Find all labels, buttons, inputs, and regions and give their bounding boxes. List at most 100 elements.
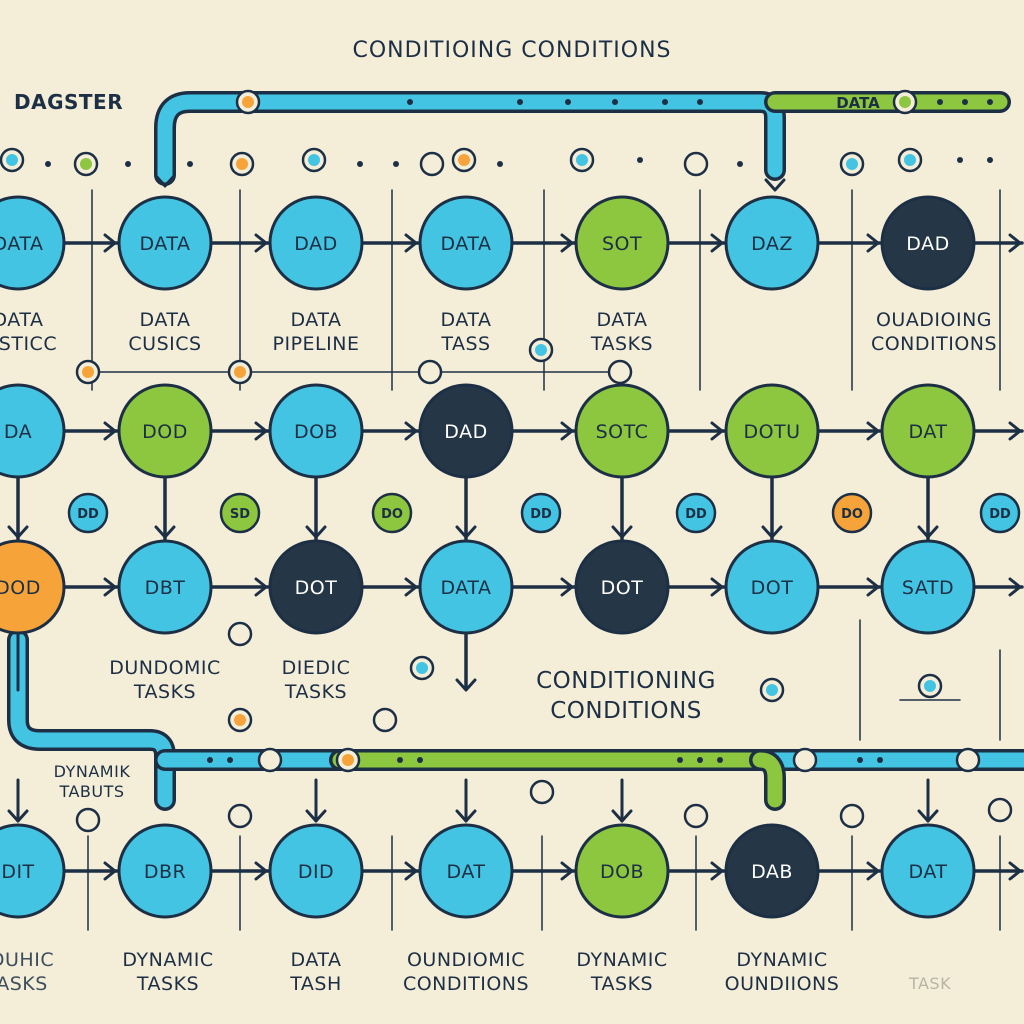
guide-ring-icon (987, 797, 1013, 823)
arrow-right-icon (404, 421, 418, 441)
arrow-down-icon (455, 525, 477, 539)
guide-ring-icon (417, 359, 443, 385)
task-node (880, 823, 976, 919)
arrow-right-icon (254, 861, 268, 881)
guide-ring-icon-core (924, 680, 936, 692)
task-node (268, 539, 364, 635)
arrow-down-icon (611, 809, 633, 823)
arrow-right-icon (404, 577, 418, 597)
pipe-dot (697, 757, 703, 763)
task-node (574, 823, 670, 919)
top-ring-icon-core (236, 158, 248, 170)
pipe-valve-icon-core (342, 754, 354, 766)
top-dot (497, 161, 503, 167)
task-node-label: DIT (1, 861, 34, 883)
small-badge-text: DO (381, 507, 403, 522)
pipe-dot (565, 99, 571, 105)
top-dot (957, 157, 963, 163)
small-badge-text: DD (77, 507, 99, 522)
task-node-label: DOD (0, 577, 41, 599)
arrow-right-icon (103, 233, 117, 253)
guide-ring-icon-core (234, 714, 246, 726)
arrow-down-icon (455, 678, 477, 692)
task-node-label: DATA (441, 233, 492, 255)
guide-ring-icon-core (416, 662, 428, 674)
guide-ring-icon (227, 621, 253, 647)
diagram-title: CONDITIOING CONDITIONS (352, 38, 672, 63)
arrow-right-icon (560, 233, 574, 253)
task-node-label: DOD (142, 421, 188, 443)
task-node (724, 539, 820, 635)
small-badge (520, 492, 562, 534)
bottom-pipe-drop (752, 752, 783, 808)
task-node (117, 539, 213, 635)
small-badge-text: DO (841, 507, 863, 522)
guide-ring-icon (683, 803, 709, 829)
task-node (418, 823, 514, 919)
task-node (268, 823, 364, 919)
brand-label: DAGSTER (14, 90, 124, 114)
task-node-label: DAD (294, 233, 337, 255)
guide-ring-icon (75, 807, 101, 833)
task-node (418, 195, 514, 291)
arrow-down-icon (917, 809, 939, 823)
arrow-right-icon (866, 861, 880, 881)
task-node (418, 539, 514, 635)
arrow-right-icon (254, 577, 268, 597)
task-node-label: DATA (441, 577, 492, 599)
task-node-label: DID (298, 861, 334, 883)
task-node (0, 539, 66, 635)
arrow-right-icon (1008, 421, 1022, 441)
arrow-right-icon (103, 577, 117, 597)
label-duhic-asks: DUHICASKS (0, 949, 55, 995)
task-node-label: SATD (902, 577, 954, 599)
top-dot (393, 161, 399, 167)
task-node-label: DAT (909, 421, 948, 443)
arrow-right-icon (103, 421, 117, 441)
arrow-right-icon (254, 421, 268, 441)
task-node-label: DOTU (743, 421, 800, 443)
top-dot (357, 161, 363, 167)
top-ring-icon-core (80, 158, 92, 170)
guide-ring-icon (607, 359, 633, 385)
task-node (268, 383, 364, 479)
top-ring-icon-core (6, 154, 18, 166)
task-node (0, 383, 66, 479)
small-badge (675, 492, 717, 534)
arrow-down-icon (7, 809, 29, 823)
arrow-right-icon (404, 861, 418, 881)
arrow-right-icon (866, 233, 880, 253)
label-task-faded: TASK (908, 974, 952, 993)
task-node-label: DAD (906, 233, 949, 255)
guide-ring-icon-core (535, 344, 547, 356)
task-node-label: DOB (600, 861, 644, 883)
arrow-down-icon (611, 525, 633, 539)
guide-ring-icon (372, 707, 398, 733)
top-dot (737, 161, 743, 167)
task-node-label: DOT (601, 577, 644, 599)
top-ring-icon-core (846, 158, 858, 170)
arrow-right-icon (560, 421, 574, 441)
arrow-right-icon (254, 233, 268, 253)
arrow-down-icon (917, 525, 939, 539)
arrow-right-icon (866, 577, 880, 597)
task-node (880, 195, 976, 291)
pipe-dot (407, 99, 413, 105)
arrow-right-icon (560, 861, 574, 881)
arrow-down-icon (761, 525, 783, 539)
task-node (574, 195, 670, 291)
small-badge (67, 492, 109, 534)
arrow-down-icon (7, 525, 29, 539)
